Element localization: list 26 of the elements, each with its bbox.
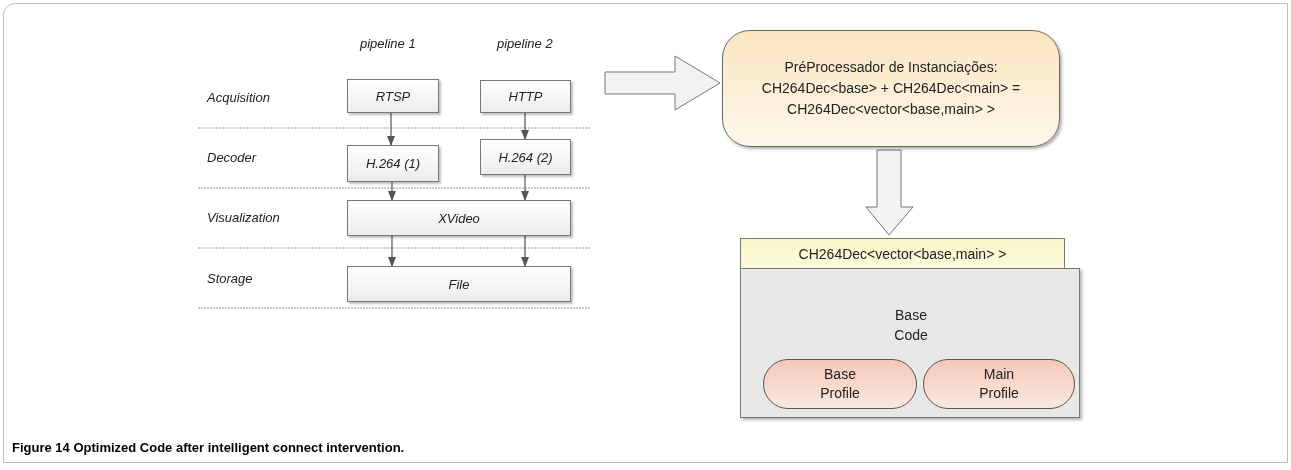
arrow [521, 174, 529, 201]
lane-label: Decoder [207, 150, 257, 165]
panel-text: Base Code [893, 306, 929, 345]
figure-caption: Figure 14 Optimized Code after intelligent connect intervention. [12, 440, 405, 455]
arrow [387, 112, 395, 146]
pipeline-label: pipeline 1 [360, 36, 416, 51]
process-box: H.264 (1) [347, 145, 439, 182]
profile-pill: Base Profile [763, 359, 917, 409]
arrow [521, 112, 529, 140]
class-name-tab: CH264Dec<vector<base,main> > [740, 238, 1065, 269]
process-box: XVideo [347, 200, 571, 236]
block-arrow [604, 55, 721, 111]
rounded-box: PréProcessador de Instanciações: CH264Dec<base> + CH264Dec<main> = CH264Dec<vector<base,main> > [722, 30, 1060, 147]
lane-label: Acquisition [207, 90, 270, 105]
pipeline-label: pipeline 2 [497, 36, 553, 51]
arrow [388, 181, 396, 201]
lane-label: Storage [207, 271, 253, 286]
process-box: RTSP [347, 79, 439, 113]
lane-label: Visualization [207, 210, 280, 225]
process-box: HTTP [480, 80, 571, 113]
arrow [521, 235, 529, 267]
arrow [388, 235, 396, 267]
block-arrow [865, 149, 914, 236]
process-box: File [347, 266, 571, 302]
profile-pill: Main Profile [923, 359, 1075, 409]
process-box: H.264 (2) [480, 139, 571, 175]
